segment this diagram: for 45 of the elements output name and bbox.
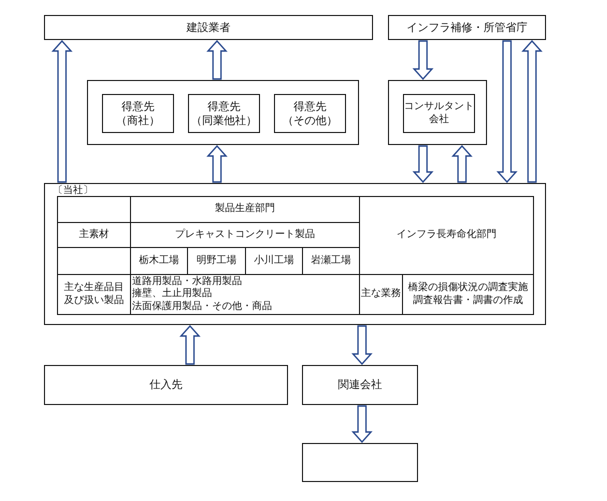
process-box: コンサルタント会社: [403, 94, 475, 133]
table-cell: 栃木工場: [131, 248, 188, 275]
node-text: 得意先: [294, 100, 326, 114]
table-cell: 製品生産部門: [131, 197, 360, 223]
process-box: [188, 94, 260, 133]
cell-text-line: 道路用製品・水路用製品: [132, 276, 242, 288]
table-cell: 主な業務: [360, 275, 403, 315]
process-box: インフラ補修・所管省庁: [388, 15, 546, 40]
table-cell: 主な生産品目及び扱い製品: [58, 275, 131, 315]
table-cell: 小川工場: [246, 248, 303, 275]
cell-text-line: 橋梁の損傷状況の調査実施: [408, 282, 528, 294]
panel-heading: 〔当社〕: [53, 185, 93, 197]
process-box: [102, 94, 174, 133]
block-arrow: [496, 40, 518, 184]
cell-text-line: 法面保護用製品・その他・商品: [132, 300, 272, 314]
node-text: 得意先: [208, 100, 240, 114]
block-arrow: [51, 40, 73, 183]
process-box: [302, 443, 418, 482]
block-arrow: [521, 40, 543, 183]
node-text: 得意先: [122, 100, 154, 114]
block-arrow: [451, 144, 473, 183]
block-arrow: [412, 40, 434, 80]
cell-text-line: 擁壁、土止用製品: [132, 288, 212, 300]
table-cell: プレキャストコンクリート製品: [131, 223, 360, 248]
block-arrow: [351, 325, 373, 366]
table-cell: 岩瀬工場: [303, 248, 360, 275]
block-arrow: [206, 40, 228, 80]
process-box: 仕入先: [44, 365, 288, 405]
block-arrow: [179, 324, 201, 365]
node-text: （その他）: [282, 114, 338, 128]
block-arrow: [206, 144, 228, 183]
table-cell: 明野工場: [188, 248, 246, 275]
process-box: 関連会社: [302, 365, 418, 405]
group-box: [388, 80, 487, 145]
block-arrow: [412, 145, 434, 184]
process-box: [274, 94, 346, 133]
node-text: （商社）: [116, 114, 160, 128]
cell-text-line: 調査報告書・調書の作成: [413, 294, 523, 307]
table-cell: 主素材: [58, 223, 131, 248]
group-box: [87, 80, 359, 145]
node-text: （同業他社）: [191, 114, 257, 128]
table-cell: インフラ長寿命化部門: [360, 197, 534, 275]
company-panel: [44, 183, 546, 325]
process-box: 建設業者: [44, 15, 373, 40]
block-arrow: [351, 405, 373, 444]
